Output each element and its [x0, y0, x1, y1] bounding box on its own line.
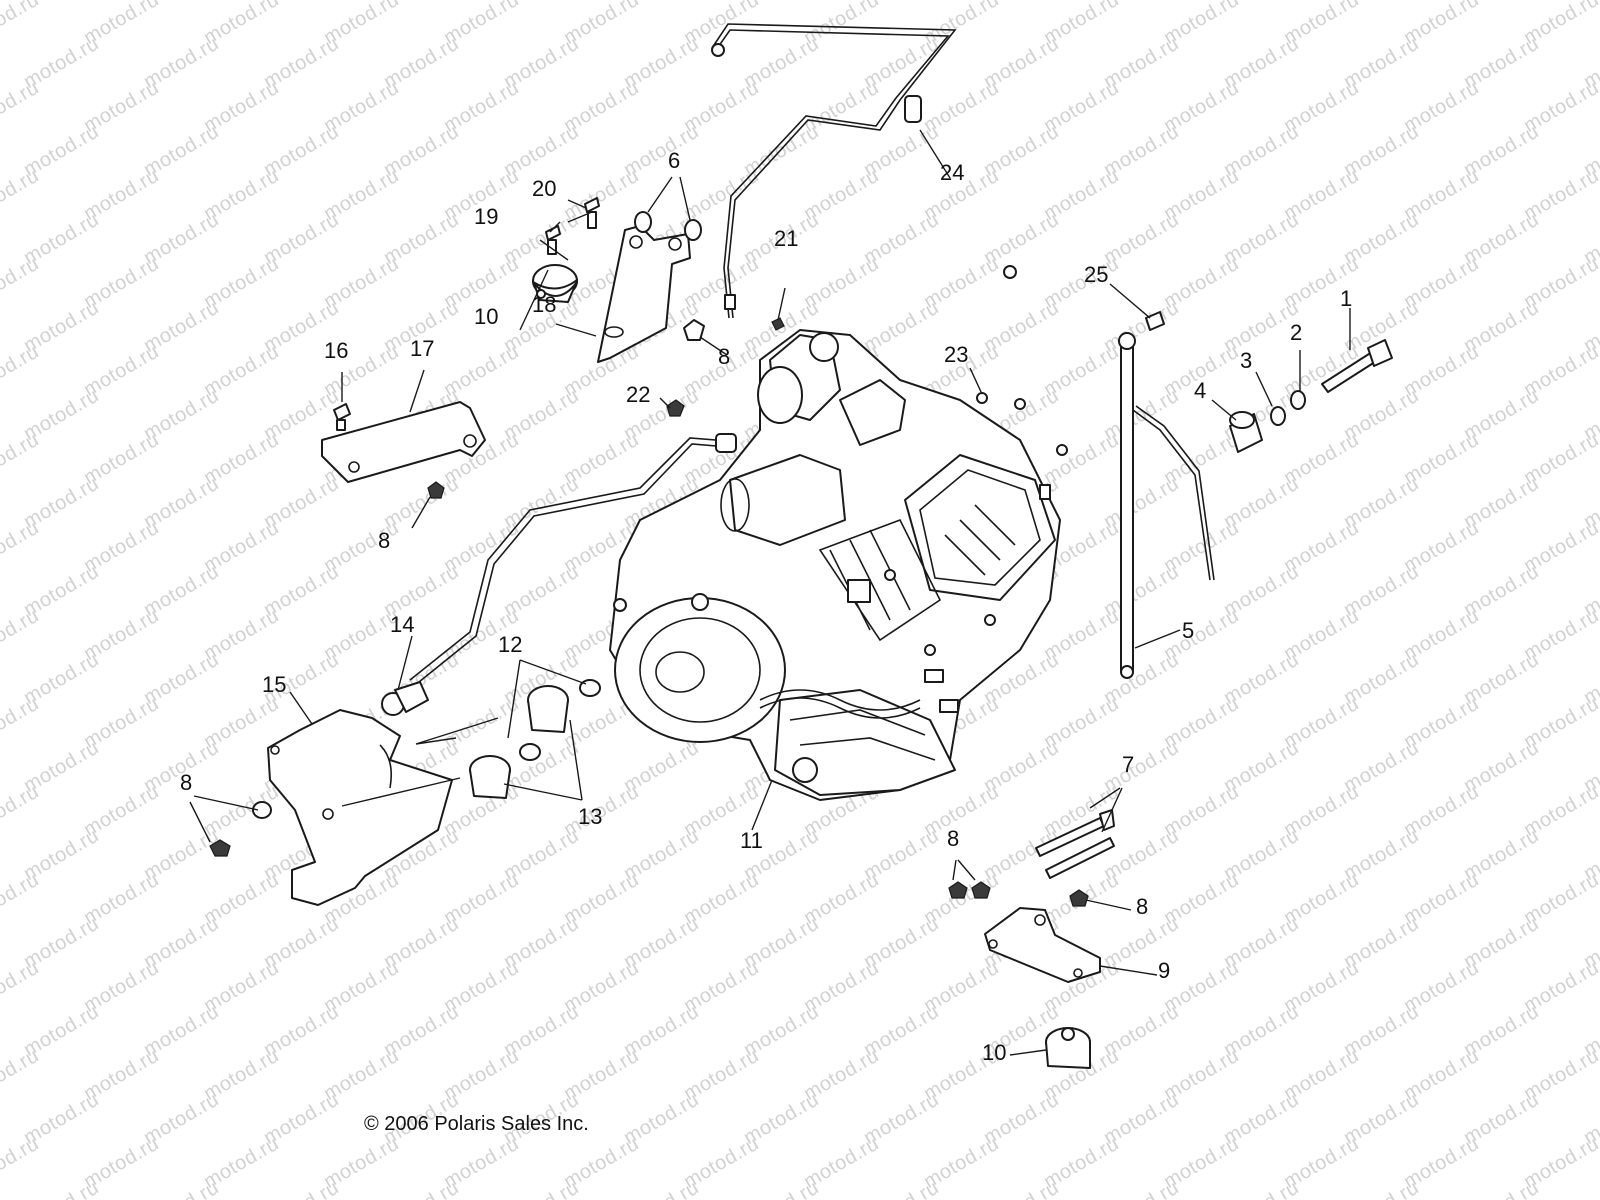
bolt-16	[333, 403, 351, 431]
copyright-text: © 2006 Polaris Sales Inc.	[364, 1113, 589, 1135]
nut-8-mid	[427, 481, 445, 499]
callout-25: 25	[1084, 262, 1108, 287]
callout-24: 24	[940, 160, 964, 185]
callout-8-bottom-right: 8	[1136, 894, 1148, 919]
bolts-7	[1035, 809, 1115, 879]
callout-17: 17	[410, 336, 434, 361]
bracket-17	[321, 401, 486, 483]
nut-8-top	[683, 319, 705, 341]
bracket-18	[597, 225, 691, 363]
washer-2	[1290, 390, 1306, 410]
callout-11: 11	[740, 828, 763, 853]
callout-13: 13	[578, 804, 602, 829]
callout-2: 2	[1290, 320, 1302, 345]
engine-assembly-11	[609, 329, 1061, 801]
callout-18: 18	[532, 292, 556, 317]
callout-10-bottom: 10	[982, 1040, 1006, 1065]
bolts-23	[976, 265, 1068, 456]
callout-8-top: 8	[718, 344, 730, 369]
nut-22	[666, 399, 685, 417]
callout-10-top: 10	[474, 304, 498, 329]
nuts-8-bottom	[948, 881, 1089, 907]
washer-3	[1270, 406, 1286, 426]
callout-9: 9	[1158, 958, 1170, 983]
callout-6: 6	[668, 148, 680, 173]
callout-19: 19	[474, 204, 498, 229]
leader-lines	[189, 129, 1351, 1056]
nuts-8-left	[209, 801, 272, 857]
callout-5: 5	[1182, 618, 1194, 643]
bracket-9	[984, 907, 1101, 983]
callout-20: 20	[532, 176, 556, 201]
callout-4: 4	[1194, 378, 1206, 403]
mount-10-bottom	[1045, 1027, 1091, 1069]
callout-15: 15	[262, 672, 286, 697]
callout-labels: 1 2 3 4 5 6 7 8 8 8 8 8 9 10 10 11 12 13…	[180, 148, 1352, 1065]
mounts-13	[469, 685, 569, 799]
bolt-1	[1321, 339, 1393, 393]
callout-8-mid: 8	[378, 528, 390, 553]
bracket-15	[267, 709, 453, 906]
callout-23: 23	[944, 342, 968, 367]
callout-7: 7	[1122, 752, 1134, 777]
callout-3: 3	[1240, 348, 1252, 373]
callout-14: 14	[390, 612, 414, 637]
callout-12: 12	[498, 632, 522, 657]
spacer-4	[1229, 411, 1263, 453]
clip-21	[771, 317, 785, 331]
bolt-20	[584, 197, 600, 229]
bolt-25	[1145, 311, 1165, 331]
callout-8-left: 8	[180, 770, 192, 795]
wire-14	[381, 433, 737, 716]
mount-10-top	[532, 264, 578, 303]
callout-16: 16	[324, 338, 348, 363]
nuts-6	[634, 211, 702, 241]
callout-1: 1	[1340, 286, 1352, 311]
callout-22: 22	[626, 382, 650, 407]
brake-line-24	[711, 23, 957, 319]
callout-21: 21	[774, 226, 798, 251]
callout-8-bottom-left: 8	[947, 826, 959, 851]
rod-5	[1118, 332, 1215, 679]
